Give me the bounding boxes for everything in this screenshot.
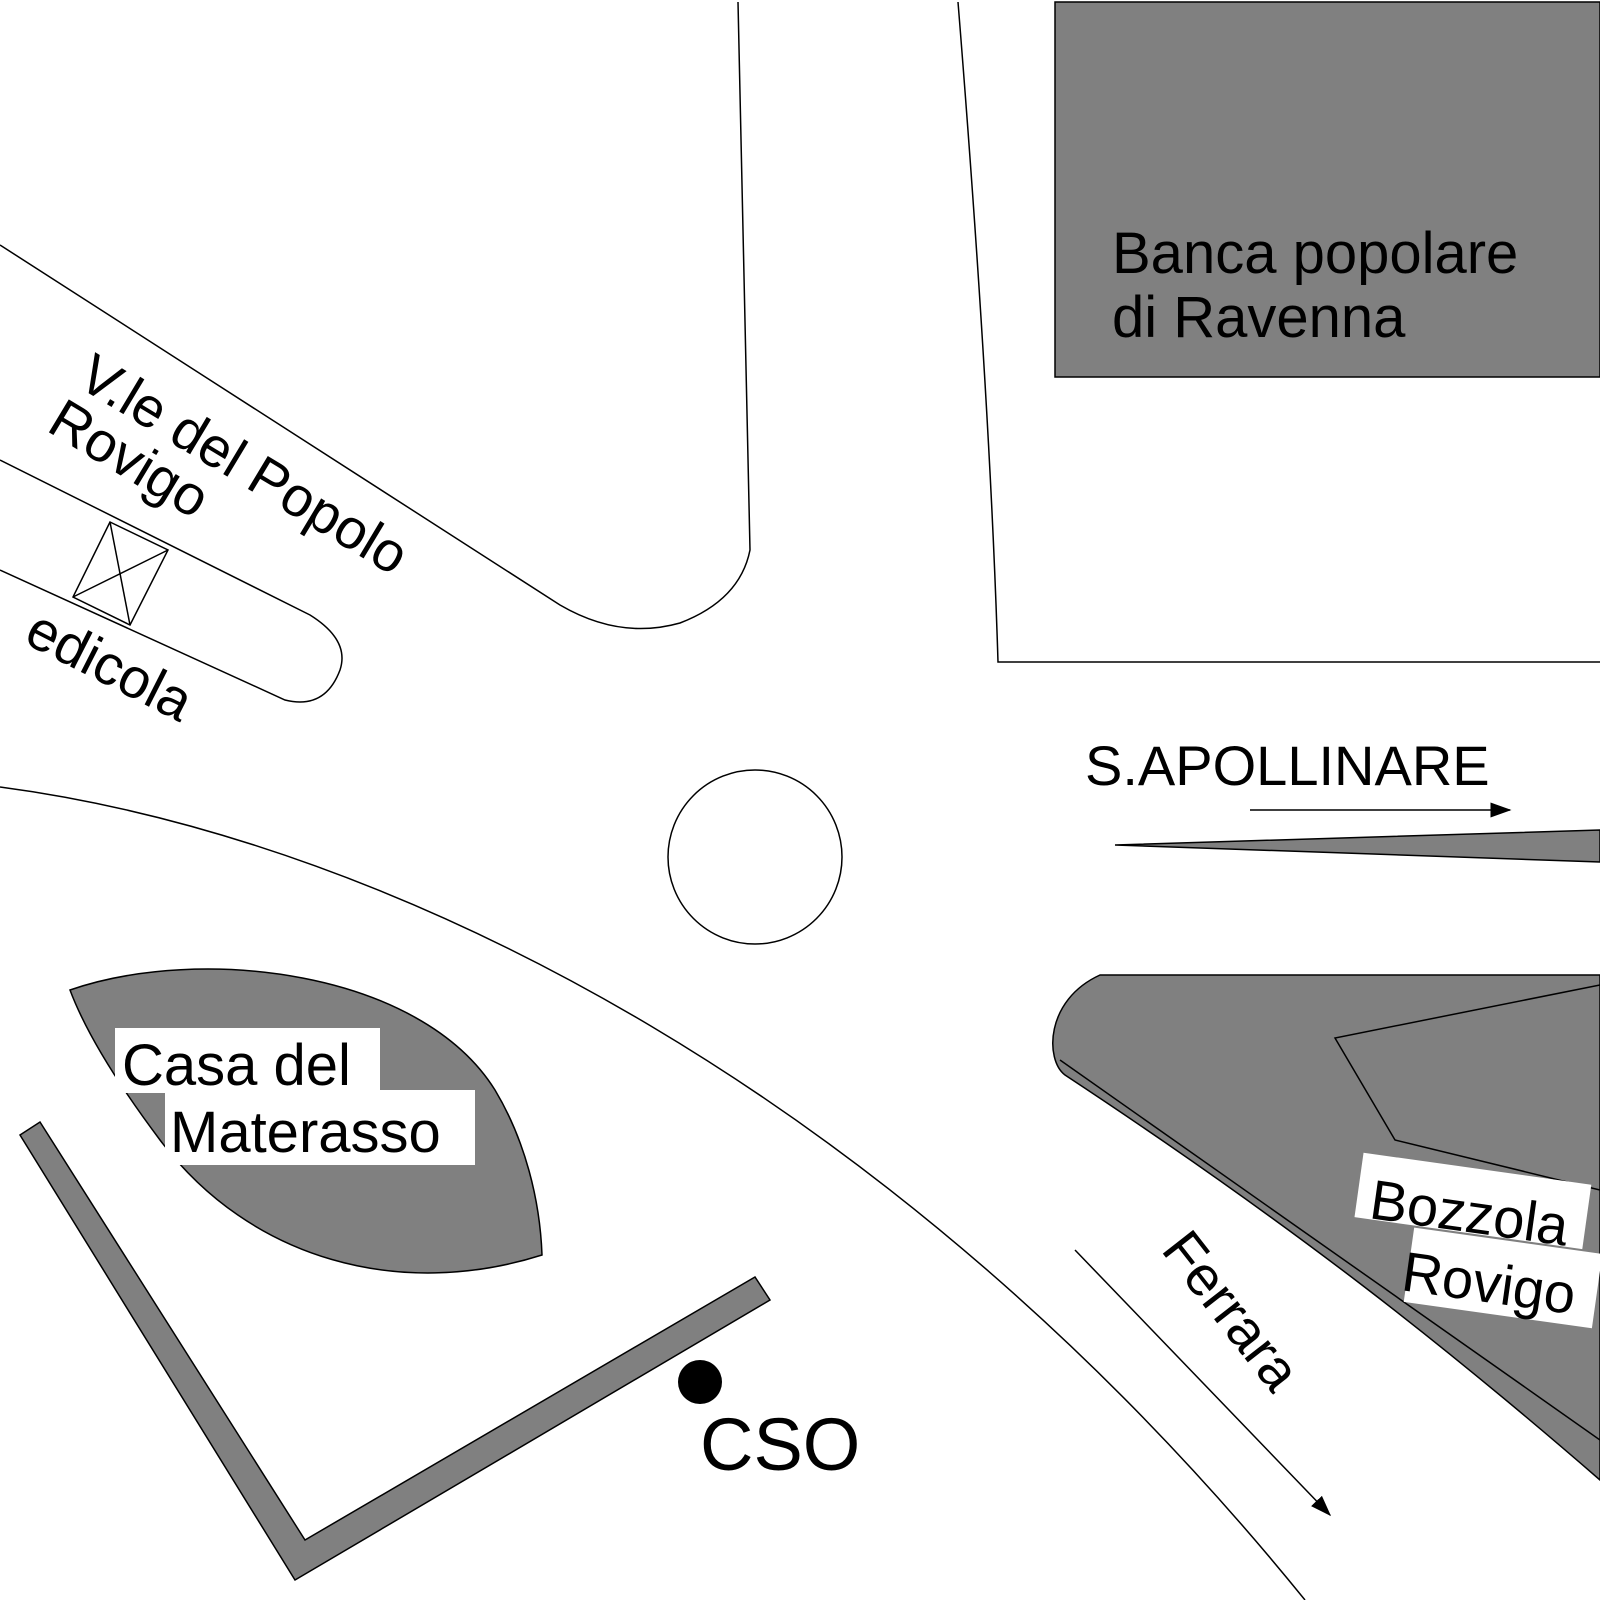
kiosk-icon	[71, 521, 170, 626]
ferrara-arrow-icon	[1074, 1249, 1332, 1517]
bozzola-label-background	[1354, 1152, 1592, 1250]
materasso-label-background	[165, 1090, 475, 1165]
bank-name-line2: di Ravenna	[1112, 285, 1406, 350]
building-label-materasso: Materasso	[170, 1100, 441, 1165]
boundary-wall	[18, 1120, 772, 1582]
location-label-cso: CSO	[700, 1403, 860, 1486]
bank-name-line1: Banca popolare	[1112, 221, 1518, 286]
roundabout	[667, 769, 843, 945]
road-edge-main-curve	[0, 786, 1306, 1600]
street-label-ferrara: Ferrara	[1151, 1219, 1314, 1403]
bank-building	[1054, 1, 1600, 378]
location-dot-icon	[678, 1360, 722, 1404]
median-edge-top	[0, 459, 343, 703]
apollinare-median-wedge	[1114, 829, 1600, 863]
road-edge-upper-left	[0, 1, 751, 630]
road-edge-lower-right	[1059, 1059, 1600, 1441]
casa-label-background	[115, 1028, 380, 1093]
rovigo-label-background	[1403, 1227, 1600, 1329]
building-label-casa: Casa del	[122, 1033, 351, 1098]
inner-courtyard-line	[1333, 984, 1600, 1191]
bozzola-rovigo-building	[1052, 974, 1600, 1481]
kiosk-label: edicola	[17, 597, 204, 734]
road-edge-upper-right	[957, 1, 1600, 663]
street-label-apollinare: S.APOLLINARE	[1085, 734, 1490, 797]
